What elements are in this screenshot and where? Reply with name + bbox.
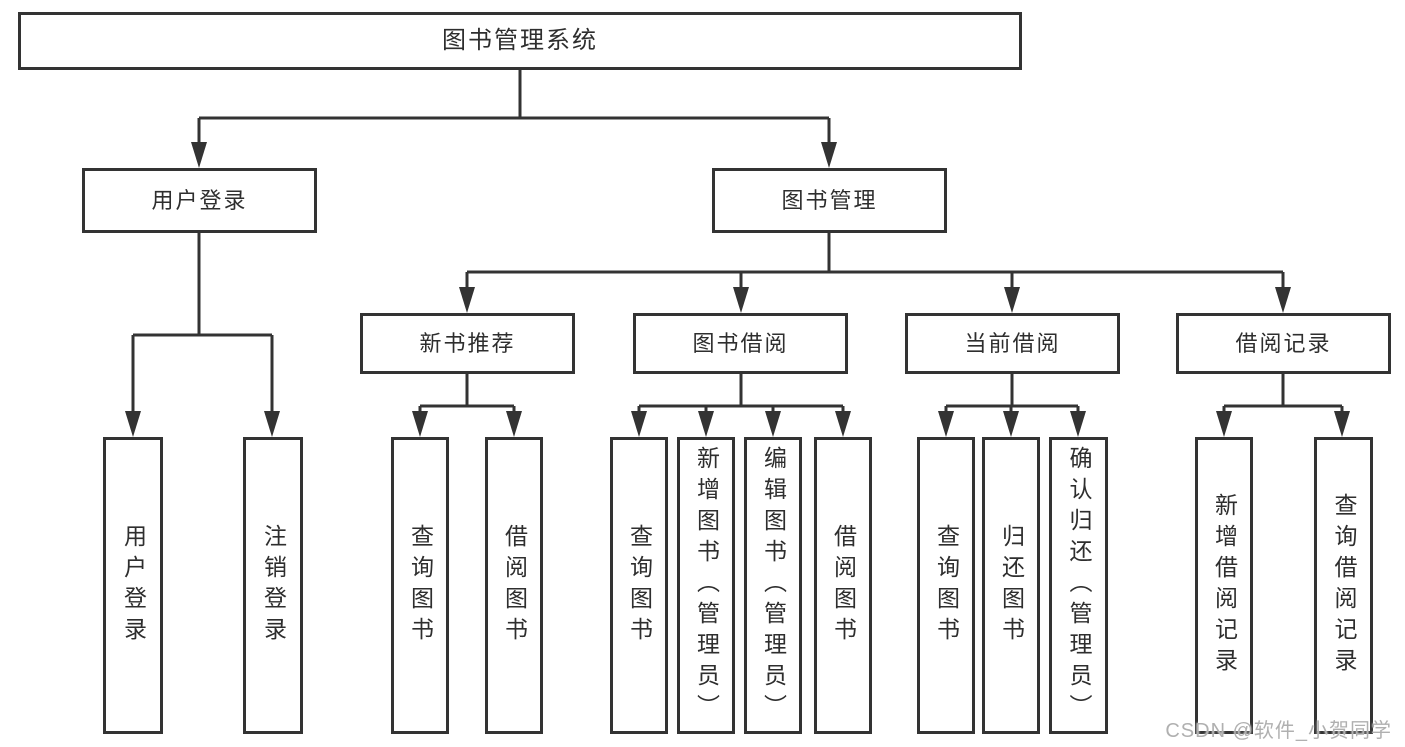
node-borrowing-records-label: 借阅记录 xyxy=(1235,330,1332,356)
node-current-borrowing-label: 当前借阅 xyxy=(964,330,1061,356)
leaf-borrow-books-recommend-label: 借阅图书 xyxy=(501,523,528,648)
leaf-user-login-label: 用户登录 xyxy=(120,523,147,648)
node-new-book-recommendation-label: 新书推荐 xyxy=(419,330,516,356)
leaf-query-books-current: 查询图书 xyxy=(917,437,975,734)
node-book-management-label: 图书管理 xyxy=(781,187,878,213)
leaf-borrow-books-recommend: 借阅图书 xyxy=(485,437,543,734)
node-borrowing-records: 借阅记录 xyxy=(1176,313,1391,374)
leaf-edit-books-admin: 编辑图书（管理员） xyxy=(744,437,802,734)
leaf-query-books-recommend-label: 查询图书 xyxy=(407,523,434,648)
leaf-query-borrow-record-label: 查询借阅记录 xyxy=(1331,492,1357,679)
leaf-query-books-recommend: 查询图书 xyxy=(391,437,449,734)
node-library-management-system-label: 图书管理系统 xyxy=(442,27,598,54)
node-book-borrowing-label: 图书借阅 xyxy=(692,330,789,356)
leaf-add-books-admin-label: 新增图书（管理员） xyxy=(693,446,720,725)
arrowheads xyxy=(125,142,1350,437)
leaf-add-borrow-record-label: 新增借阅记录 xyxy=(1211,492,1238,679)
leaf-query-books-borrowing-label: 查询图书 xyxy=(626,523,653,648)
leaf-logout-label: 注销登录 xyxy=(260,523,287,648)
leaf-edit-books-admin-label: 编辑图书（管理员） xyxy=(760,446,787,725)
leaf-query-books-current-label: 查询图书 xyxy=(933,523,960,648)
leaf-logout: 注销登录 xyxy=(243,437,303,734)
leaf-confirm-return-admin: 确认归还（管理员） xyxy=(1049,437,1108,734)
leaf-user-login: 用户登录 xyxy=(103,437,163,734)
connector-strokes xyxy=(131,70,1344,414)
leaf-return-books-label: 归还图书 xyxy=(998,523,1025,648)
leaf-confirm-return-admin-label: 确认归还（管理员） xyxy=(1066,446,1092,725)
node-library-management-system: 图书管理系统 xyxy=(18,12,1022,70)
node-book-management: 图书管理 xyxy=(712,168,947,233)
node-new-book-recommendation: 新书推荐 xyxy=(360,313,575,374)
leaf-add-books-admin: 新增图书（管理员） xyxy=(677,437,735,734)
leaf-query-books-borrowing: 查询图书 xyxy=(610,437,668,734)
node-user-login: 用户登录 xyxy=(82,168,317,233)
csdn-watermark: CSDN @软件_小贺同学 xyxy=(1165,720,1392,742)
leaf-add-borrow-record: 新增借阅记录 xyxy=(1195,437,1253,734)
node-book-borrowing: 图书借阅 xyxy=(633,313,848,374)
leaf-borrow-books-borrowing-label: 借阅图书 xyxy=(830,523,857,648)
leaf-return-books: 归还图书 xyxy=(982,437,1040,734)
node-user-login-label: 用户登录 xyxy=(151,187,248,213)
leaf-query-borrow-record: 查询借阅记录 xyxy=(1314,437,1373,734)
leaf-borrow-books-borrowing: 借阅图书 xyxy=(814,437,872,734)
node-current-borrowing: 当前借阅 xyxy=(905,313,1120,374)
